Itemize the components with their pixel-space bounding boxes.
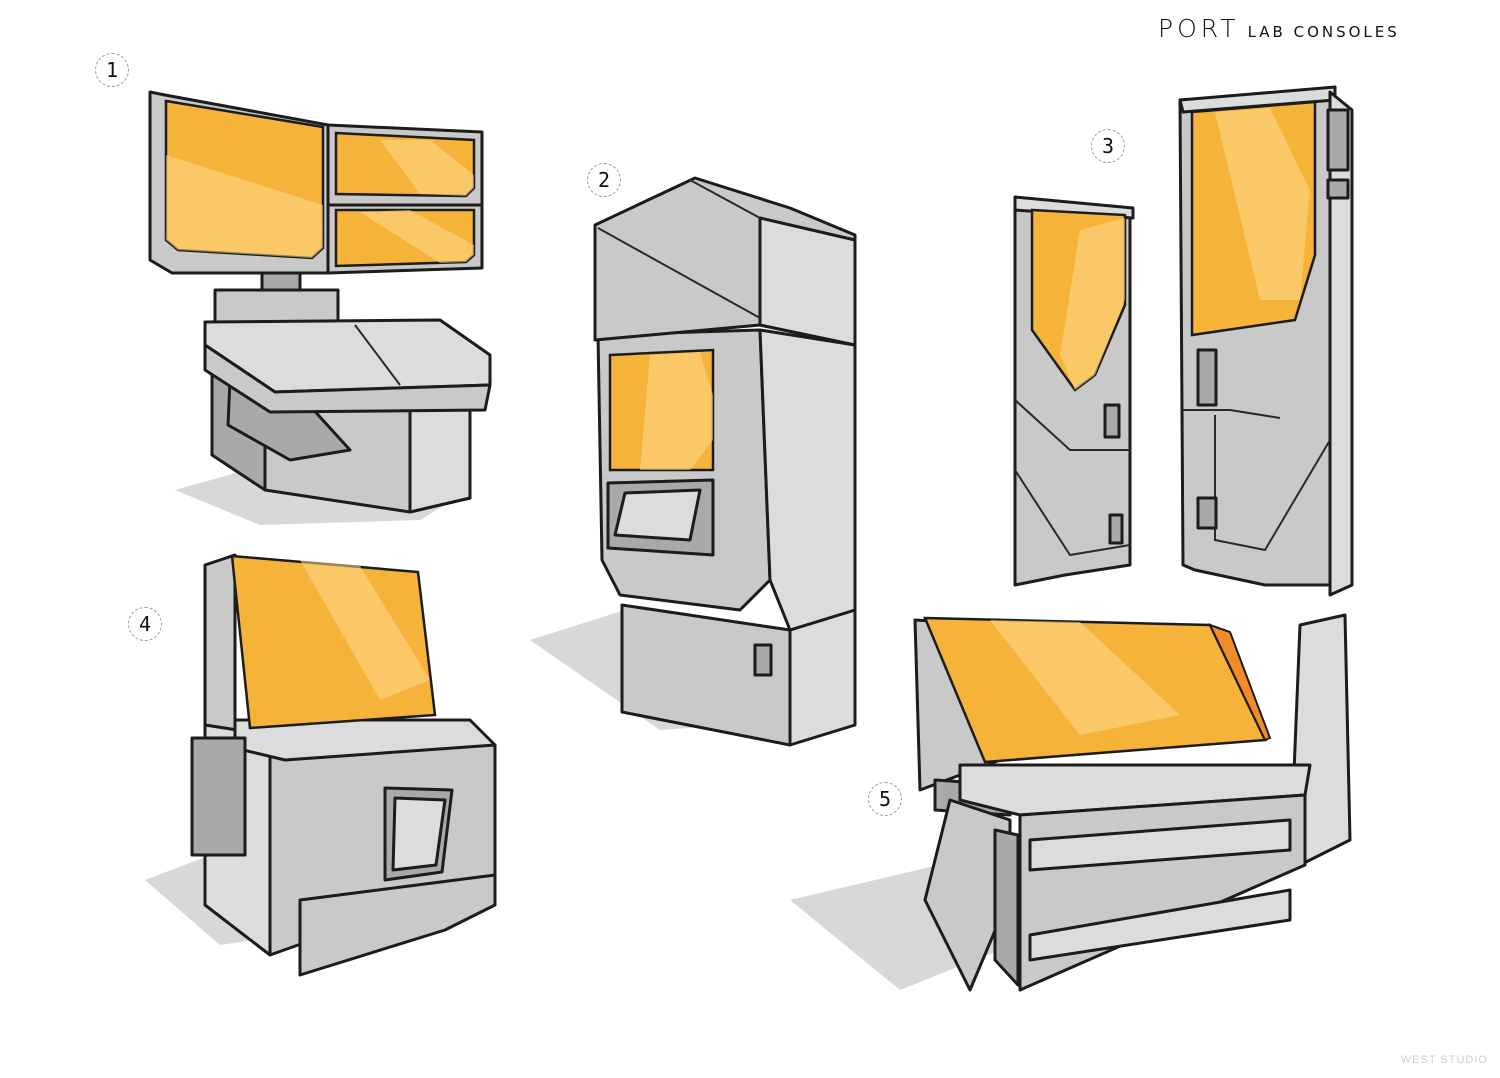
- label-4: 4: [128, 607, 162, 641]
- console-2: [530, 176, 857, 747]
- label-2: 2: [587, 163, 621, 197]
- console-3b: [1178, 85, 1354, 597]
- title-main: PORT: [1158, 14, 1240, 43]
- sheet-title: PORT LAB CONSOLES: [1158, 14, 1400, 43]
- console-5: [790, 613, 1352, 992]
- watermark: WEST STUDIO: [1400, 1054, 1488, 1066]
- label-3: 3: [1091, 129, 1125, 163]
- console-4: [145, 553, 497, 977]
- console-1: [148, 90, 492, 525]
- title-sub: LAB CONSOLES: [1247, 23, 1400, 41]
- label-5: 5: [868, 782, 902, 816]
- console-3a: [1013, 195, 1135, 587]
- label-1: 1: [95, 53, 129, 87]
